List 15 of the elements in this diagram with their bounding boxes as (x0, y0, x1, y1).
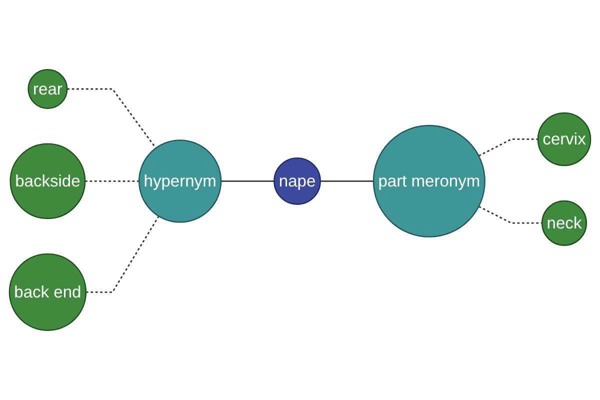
connector (67, 88, 156, 149)
connector (478, 206, 542, 224)
connector (478, 138, 538, 156)
node-circle: hypernym (138, 140, 222, 223)
node-circle: neck (542, 200, 588, 246)
node-circle: backside (10, 143, 86, 220)
node-circle: rear (28, 69, 68, 109)
connector (86, 216, 160, 293)
node-circle: part meronym (372, 124, 486, 238)
connector (221, 180, 274, 182)
node-circle: nape (274, 157, 321, 205)
connector (320, 180, 374, 182)
connector (85, 180, 140, 182)
node-circle: cervix (537, 112, 592, 166)
node-circle: back end (8, 253, 87, 331)
